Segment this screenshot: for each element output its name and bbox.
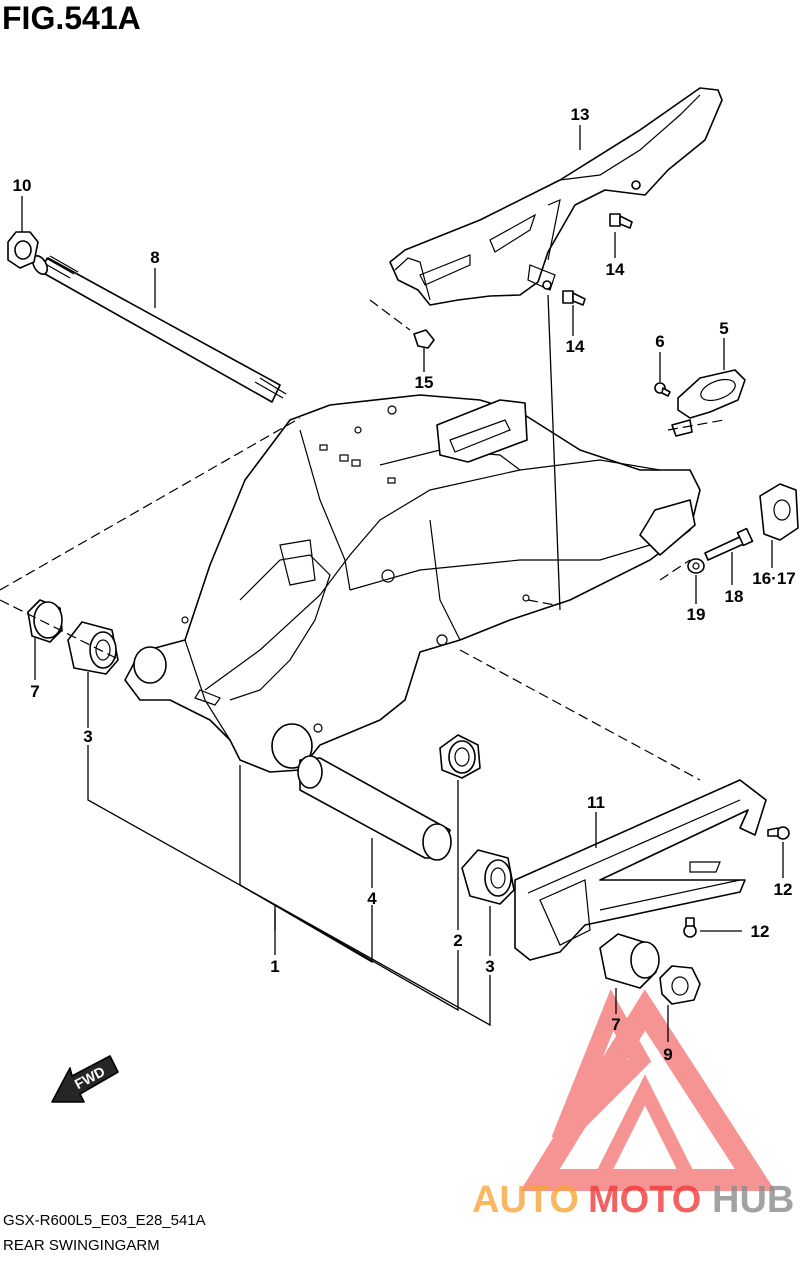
watermark-hub: HUB [712,1179,794,1221]
callout-10: 10 [13,176,32,195]
fwd-arrow-icon: FWD [51,1055,119,1103]
pivot-shaft [31,255,287,403]
chain-guard [389,87,723,306]
callout-18: 18 [725,587,744,606]
callout-14-lower: 14 [566,337,585,356]
callout-3-right: 3 [485,957,494,976]
chain-buffer [514,779,767,961]
model-code: GSX-R600L5_E03_E28_541A [3,1212,206,1229]
callout-14-upper: 14 [606,260,625,279]
callout-15: 15 [415,373,434,392]
callout-labels: 13 10 8 14 14 15 6 5 16·17 18 19 7 3 11 … [13,105,796,1064]
callout-13: 13 [571,105,590,124]
needle-bearing [439,734,481,779]
pivot-nut-right [659,965,701,1005]
swingarm-body [124,394,701,773]
callout-6: 6 [655,332,664,351]
watermark-moto: MOTO [588,1179,701,1221]
callout-2: 2 [453,931,462,950]
callout-12-lower: 12 [751,922,770,941]
callout-12-upper: 12 [774,880,793,899]
chain-adjuster-plate [671,369,746,437]
chain-guard-clip [413,329,435,349]
pivot-collar-right [599,933,660,989]
callout-9: 9 [663,1045,672,1064]
pivot-spacer [297,755,452,861]
adjuster-block [759,483,799,541]
callout-19: 19 [687,605,706,624]
callout-11: 11 [587,793,605,812]
pivot-nut [7,231,39,269]
bearing-left [67,621,119,675]
watermark-auto: AUTO [472,1179,579,1221]
adjuster-nut [687,558,705,574]
callout-1: 1 [270,957,279,976]
chain-buffer-bolt-upper [767,826,790,840]
callout-3-left: 3 [83,727,92,746]
chain-adjuster-bolt [654,382,671,397]
adjuster-bolt [704,527,754,561]
bearing-right [461,849,515,905]
watermark-text: AUTO MOTO HUB [472,1179,794,1221]
assembly-lines [0,299,725,781]
callout-7-right: 7 [611,1015,620,1034]
callout-7-left: 7 [30,682,39,701]
callout-8: 8 [150,248,159,267]
diagram-subtitle: REAR SWINGINGARM [3,1237,160,1254]
callout-5: 5 [719,319,728,338]
callout-16-17: 16·17 [752,569,795,588]
figure-title: FIG.541A [2,0,141,36]
watermark-logo [520,989,776,1191]
pivot-collar-left [27,599,63,643]
chain-guard-bolt-lower [562,290,586,306]
leader-lines [21,125,784,1042]
callout-4: 4 [367,889,377,908]
chain-guard-bolt-upper [609,213,633,229]
chain-buffer-bolt-lower [683,917,697,938]
